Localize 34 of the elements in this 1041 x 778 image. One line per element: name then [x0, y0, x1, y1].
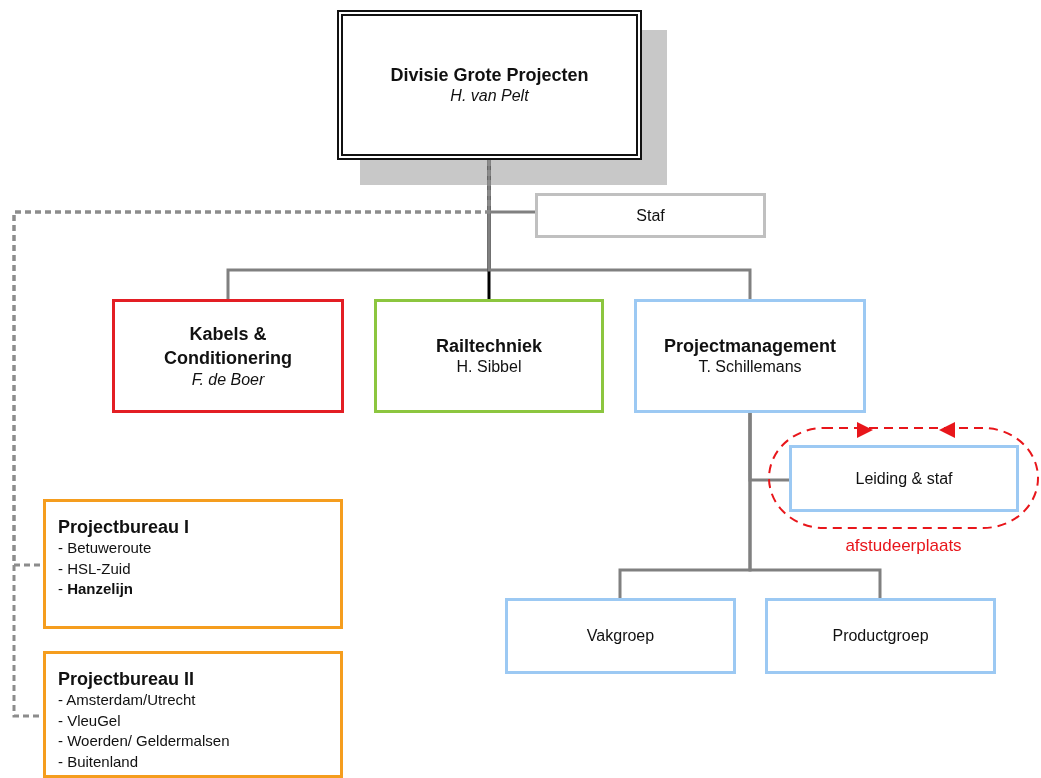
- box-title: Railtechniek: [435, 335, 542, 357]
- box-subtitle: H. Sibbel: [456, 357, 522, 377]
- org-box: [789, 445, 1019, 512]
- box-title: Leiding & staf: [855, 468, 953, 489]
- box-title: Kabels & Conditionering: [163, 323, 293, 370]
- list-item: - Betuweroute: [58, 538, 152, 558]
- box-title: Projectmanagement: [663, 335, 837, 357]
- list-item: - HSL-Zuid: [58, 558, 131, 579]
- box-subtitle: T. Schillemans: [698, 357, 802, 377]
- box-title: Vakgroep: [586, 626, 655, 646]
- list-item: - Buitenland: [58, 751, 139, 772]
- org-box: [505, 598, 736, 674]
- org-box: [535, 193, 766, 238]
- org-box: [43, 499, 343, 629]
- box-subtitle: H. van Pelt: [450, 86, 529, 106]
- org-box: [374, 299, 604, 413]
- org-box: [634, 299, 866, 413]
- list-item: - VleuGel: [58, 710, 121, 731]
- box-heading: Projectbureau II: [58, 668, 195, 690]
- box-title: Productgroep: [832, 626, 929, 646]
- callout-label: afstudeerplaats: [845, 536, 962, 556]
- connector-line: [748, 413, 882, 598]
- connector-line: [12, 160, 491, 718]
- box-heading: Projectbureau I: [58, 516, 190, 538]
- box-subtitle: F. de Boer: [191, 370, 265, 390]
- box-title: Divisie Grote Projecten: [390, 64, 589, 86]
- list-item: - Hanzelijn: [58, 579, 134, 599]
- org-box: [765, 598, 996, 674]
- list-item: - Amsterdam/Utrecht: [58, 690, 196, 710]
- box-title: Staf: [636, 205, 665, 226]
- list-item: - Woerden/ Geldermalsen: [58, 731, 230, 751]
- org-box: [337, 10, 642, 160]
- org-box: [43, 651, 343, 778]
- org-box: [112, 299, 344, 413]
